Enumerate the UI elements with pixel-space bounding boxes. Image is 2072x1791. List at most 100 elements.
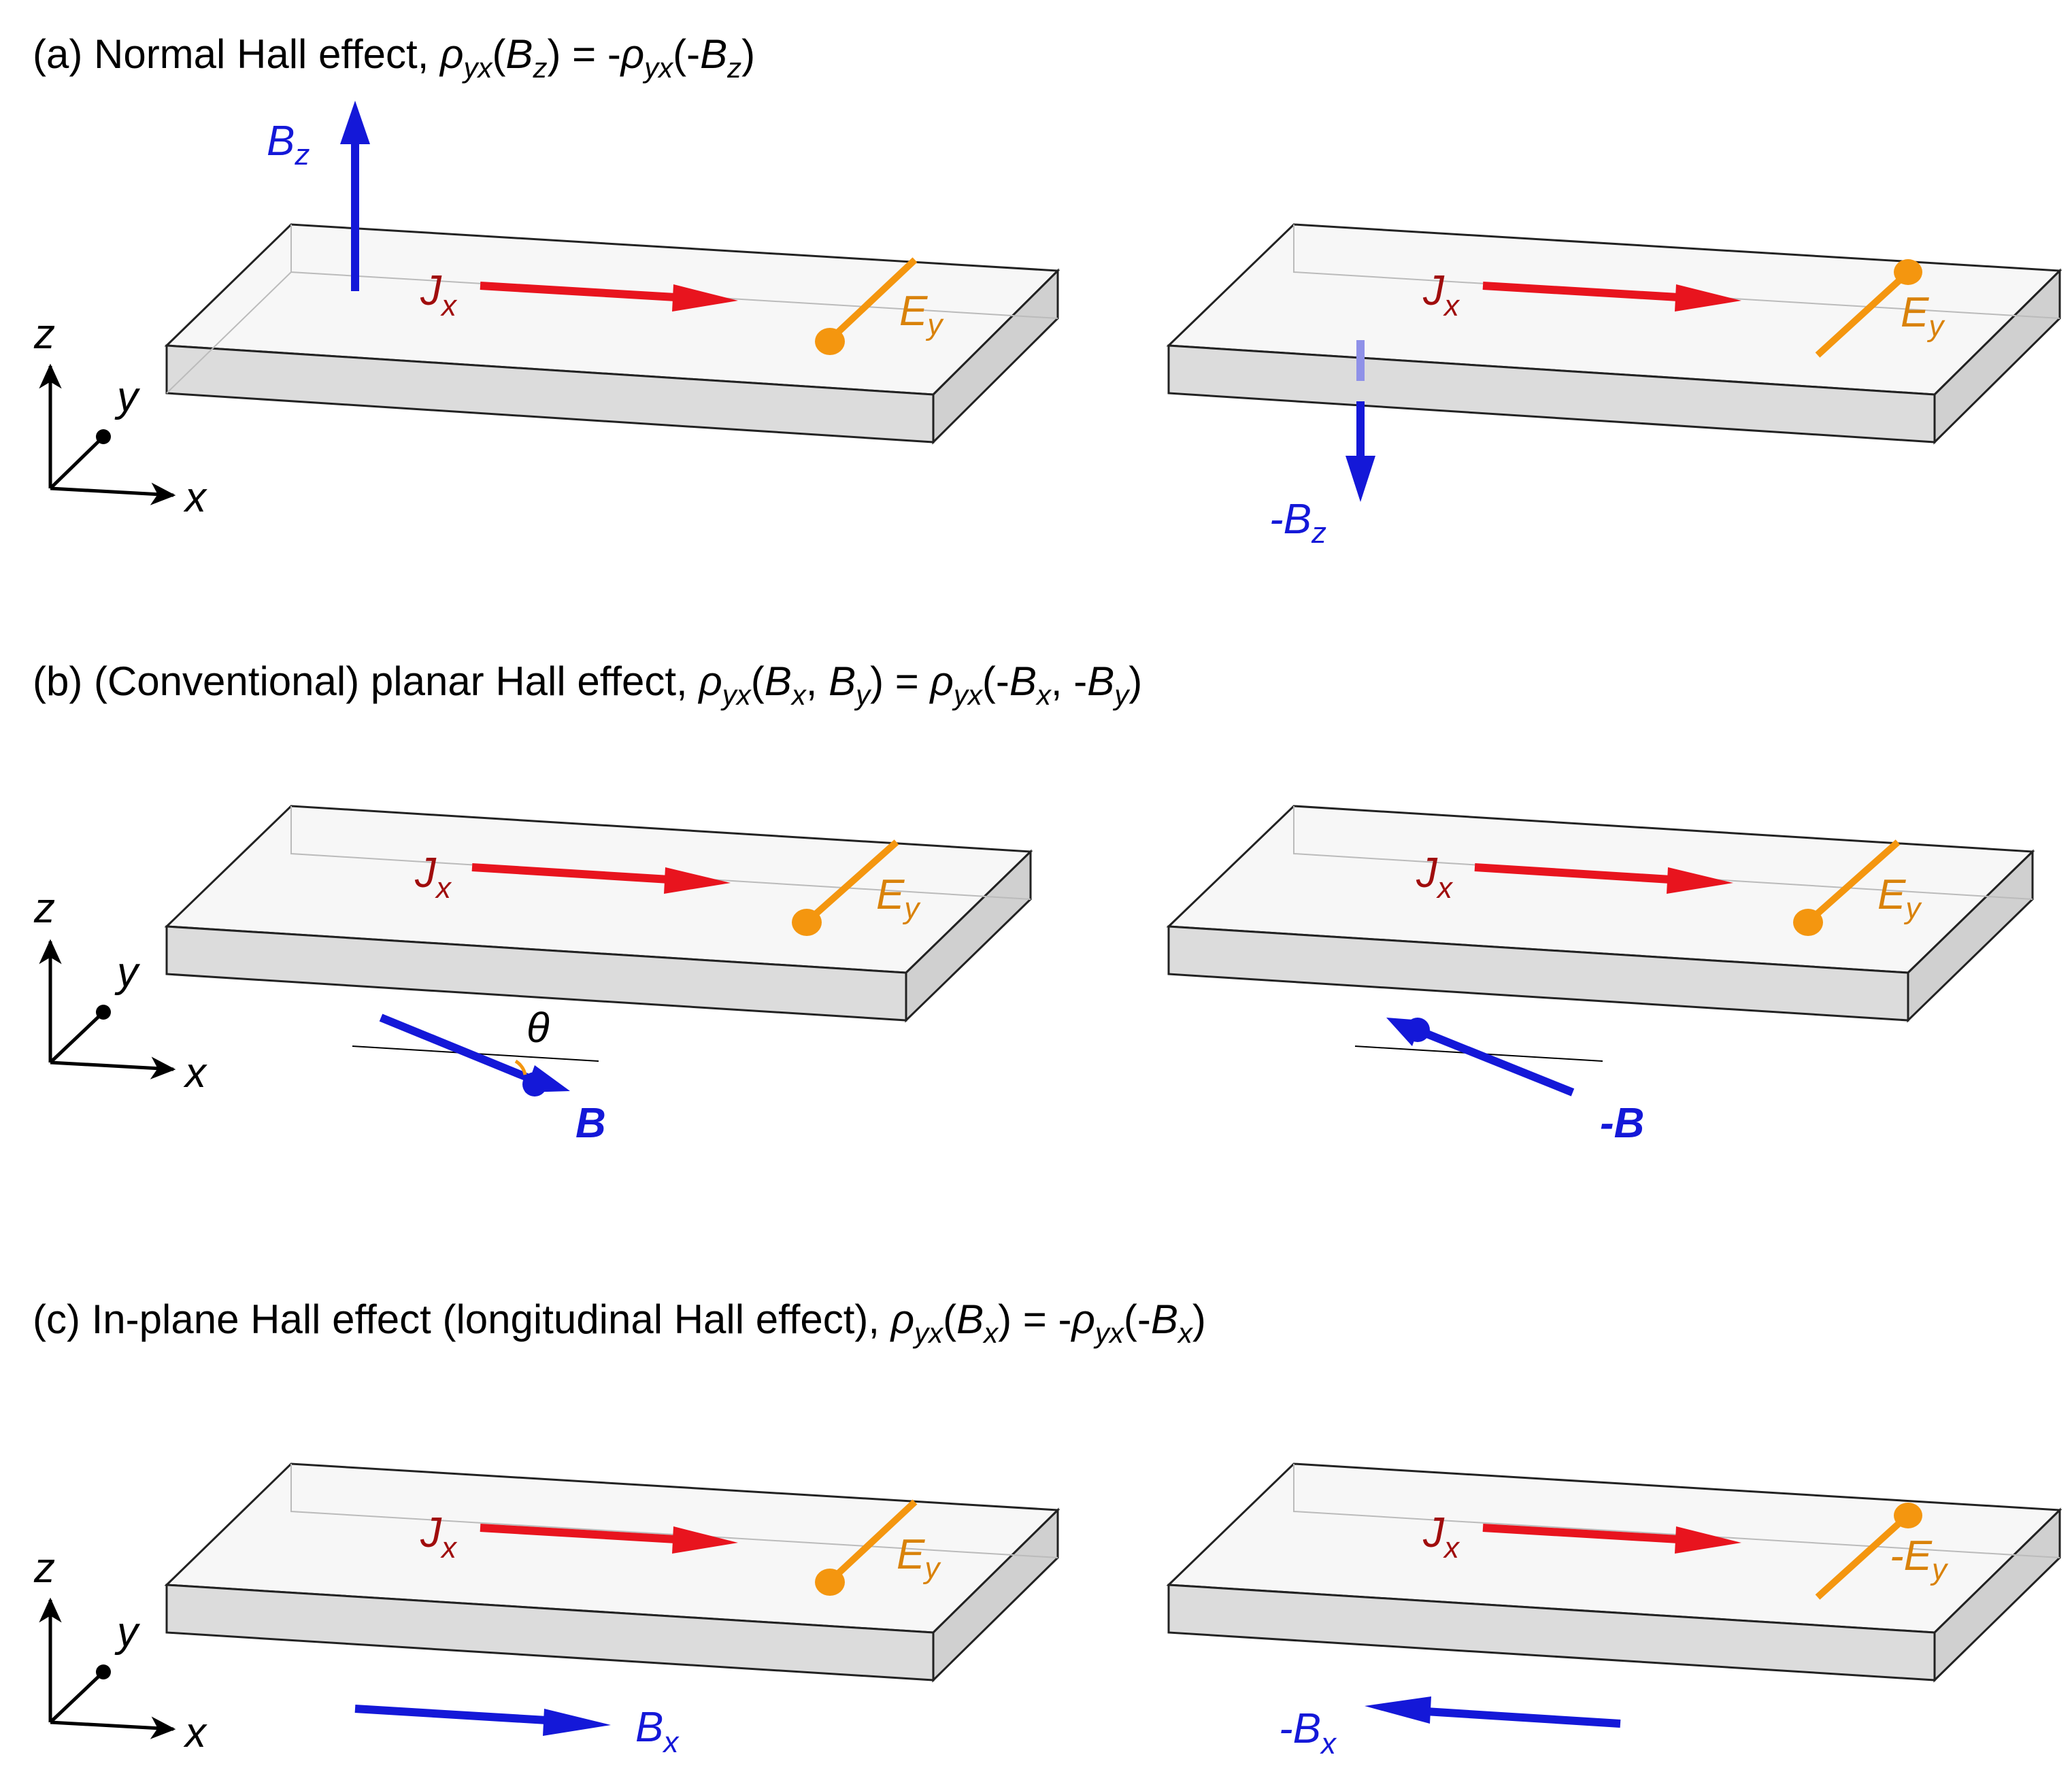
current-label: Jx (414, 850, 452, 905)
formula-part: ρ (929, 658, 954, 704)
slab-hidden-edges (290, 806, 1031, 900)
formula-part: yx (912, 1317, 944, 1349)
y-axis-dot (96, 429, 111, 444)
formula-part: yx (1093, 1317, 1125, 1349)
current-label: Jx (420, 1509, 458, 1564)
formula-part: y (1112, 679, 1131, 711)
e-field-arrow-shaft (1809, 839, 1901, 921)
current-arrowhead (1675, 284, 1741, 312)
current-label: Jx (1416, 850, 1454, 905)
formula-part: B (1087, 658, 1114, 704)
x-axis-label: x (183, 1709, 207, 1756)
x-axis-label: x (183, 474, 207, 521)
e-field-arrow-shaft (831, 257, 918, 339)
slab-hidden-edge (166, 271, 292, 394)
formula-part: ) = (870, 658, 930, 704)
current-arrow-shaft (1482, 1524, 1690, 1544)
formula-part: B (700, 31, 727, 77)
e-field-arrowhead (815, 1569, 845, 1596)
current-label: Jx (1422, 1509, 1460, 1564)
slab-hidden-edges (290, 1464, 1058, 1558)
slab-hidden-edges (1293, 806, 2033, 900)
formula-part: ( (943, 1296, 956, 1342)
formula-part: B (505, 31, 533, 77)
formula-part: ( (492, 31, 505, 77)
b-field-arrowhead (543, 1709, 611, 1736)
formula-part: x (982, 1317, 999, 1349)
formula-part: x (790, 679, 807, 711)
e-field-label: Ey (876, 871, 921, 925)
current-arrow-shaft (1474, 863, 1682, 884)
current-label: Jx (420, 267, 458, 322)
b-field-label: B (575, 1100, 606, 1147)
z-axis-label: z (33, 311, 55, 358)
formula-part: ) = - (998, 1296, 1071, 1342)
slab-hidden-edges (1293, 224, 2060, 319)
caption-c: (c) In-plane Hall effect (longitudinal H… (33, 1296, 1206, 1349)
panel-b: (b) (Conventional) planar Hall effect, ρ… (33, 658, 2035, 1147)
b-field-label: Bx (635, 1704, 680, 1759)
x-axis (50, 1716, 176, 1739)
formula-part: ρ (439, 31, 463, 77)
y-axis-label: y (114, 373, 141, 420)
b-field-label: -B (1600, 1100, 1644, 1147)
panel-a: (a) Normal Hall effect, ρyx(Bz) = -ρyx(-… (33, 31, 2062, 550)
axes-a (39, 363, 176, 505)
b-field-label: Bz (267, 118, 310, 171)
x-axis-label: x (183, 1050, 207, 1097)
y-axis-dot (96, 1664, 111, 1679)
formula-part: x (1177, 1317, 1194, 1349)
e-field-label: Ey (899, 288, 944, 341)
current-arrowhead (1675, 1526, 1741, 1554)
current-arrowhead (672, 284, 738, 312)
b-field-label: -Bx (1279, 1705, 1337, 1760)
formula-part: z (532, 52, 547, 84)
formula-part: B (1151, 1296, 1178, 1342)
b-field-label: -Bz (1269, 496, 1326, 550)
current-label: Jx (1422, 267, 1460, 322)
current-arrowhead (672, 1526, 738, 1554)
e-field-arrow-shaft (808, 839, 899, 921)
slab-c-right (1166, 1462, 2062, 1683)
formula-part: yx (461, 52, 493, 84)
formula-part: , (806, 658, 829, 704)
formula-part: y (854, 679, 872, 711)
e-field-arrowhead (792, 909, 822, 936)
axes-b (39, 939, 176, 1079)
b-field-arrowhead (1365, 1696, 1431, 1724)
formula-part: x (1035, 679, 1052, 711)
current-arrow-shaft (480, 282, 688, 302)
formula-part: yx (720, 679, 752, 711)
formula-part: yx (642, 52, 674, 84)
caption-b: (b) (Conventional) planar Hall effect, ρ… (33, 658, 1142, 711)
current-arrowhead (664, 867, 731, 894)
b-field-shaft (354, 1705, 558, 1725)
formula-part: B (829, 658, 856, 704)
current-arrowhead (1667, 867, 1733, 894)
y-axis-label: y (114, 949, 141, 996)
e-field-arrowhead (1894, 1503, 1922, 1528)
caption-a: (a) Normal Hall effect, ρyx(Bz) = -ρyx(-… (33, 31, 755, 84)
b-field-shaft (1425, 1707, 1621, 1728)
axes-c (39, 1597, 176, 1739)
formula-part: ) (1192, 1296, 1206, 1342)
formula-part: (- (673, 31, 700, 77)
current-arrow-shaft (480, 1524, 688, 1544)
z-axis-label: z (33, 885, 55, 932)
y-axis-dot (96, 1005, 111, 1020)
y-axis (49, 435, 105, 490)
b-field-arrow-base (1405, 1018, 1430, 1042)
formula-part: ( (751, 658, 765, 704)
x-axis (50, 1056, 176, 1079)
e-field-arrow-shaft (831, 1499, 918, 1581)
y-axis-label: y (114, 1609, 141, 1656)
e-field-label: Ey (1877, 871, 1922, 925)
formula-part: ) = - (547, 31, 620, 77)
formula-part: ρ (620, 31, 644, 77)
slab-hidden-edges (1293, 1464, 2060, 1558)
formula-part: (- (982, 658, 1009, 704)
e-field-arrow-shaft (1815, 1516, 1907, 1600)
e-field-label: Ey (1901, 289, 1945, 343)
formula-part: ρ (890, 1296, 914, 1342)
panel-c: (c) In-plane Hall effect (longitudinal H… (33, 1296, 2062, 1760)
